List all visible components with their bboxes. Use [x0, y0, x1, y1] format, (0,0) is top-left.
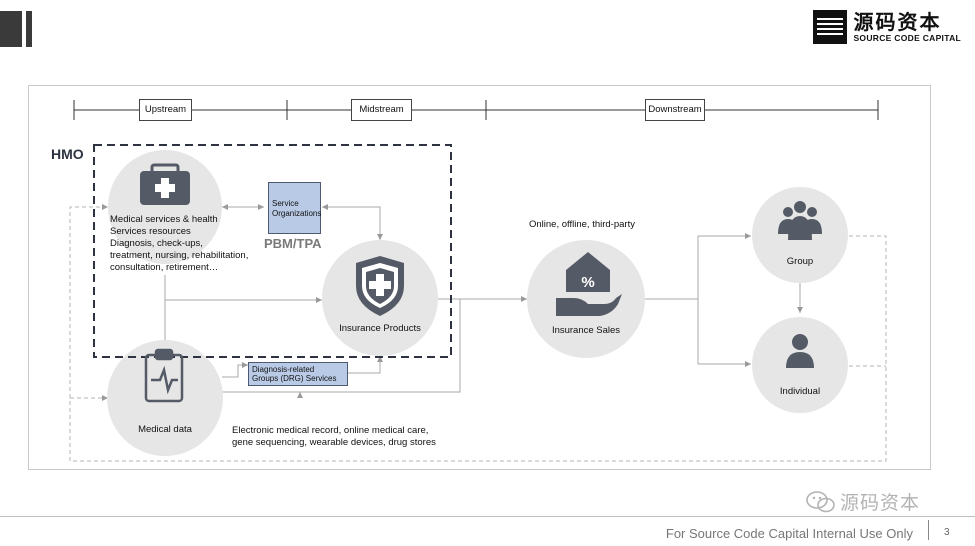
hmo-boundary: [93, 144, 452, 358]
insurance-products-label: Insurance Products: [339, 323, 421, 334]
corner-bar-thin: [26, 11, 32, 47]
drg-services-box: Diagnosis-related Groups (DRG) Services: [248, 362, 348, 386]
wechat-icon: [806, 490, 835, 512]
first-aid-kit-icon: [140, 163, 190, 205]
node-medical-data: [107, 340, 223, 456]
group-label: Group: [786, 256, 814, 267]
arrowheads: [102, 204, 803, 401]
person-icon: [786, 334, 814, 368]
page-number: 3: [944, 527, 950, 538]
stage-timeline: [73, 100, 879, 120]
shield-cross-icon: [356, 256, 404, 316]
link-orgs-products: [322, 206, 381, 240]
logo-english-name: SOURCE CODE CAPITAL: [853, 32, 961, 43]
node-medical-services: [108, 150, 222, 264]
svg-text:%: %: [581, 274, 594, 291]
hmo-label: HMO: [51, 146, 84, 162]
sales-channels-text: Online, offline, third-party: [529, 219, 635, 230]
individual-label: Individual: [779, 386, 821, 397]
people-group-icon: [778, 201, 822, 240]
clipboard-ecg-icon: [144, 348, 184, 403]
diagram-frame: [28, 85, 931, 470]
pbm-tpa-label: PBM/TPA: [264, 236, 322, 251]
stage-downstream: Downstream: [645, 99, 705, 121]
stage-upstream: Upstream: [139, 99, 192, 121]
feedback-loop: [69, 206, 887, 462]
logo-mark-icon: [813, 10, 848, 44]
link-data-sales: [222, 299, 461, 393]
house-percent-hand-icon: %: [556, 252, 622, 316]
logo-chinese-name: 源码资本: [853, 9, 942, 34]
medical-data-label: Medical data: [138, 424, 192, 435]
watermark-text: 源码资本: [840, 492, 921, 514]
wechat-watermark: 源码资本: [806, 488, 920, 515]
brand-logo: 源码资本 SOURCE CODE CAPITAL: [813, 10, 961, 44]
footer-text: For Source Code Capital Internal Use Onl…: [665, 526, 913, 541]
node-insurance-sales: [527, 240, 645, 358]
stage-midstream: Midstream: [351, 99, 412, 121]
insurance-sales-label: Insurance Sales: [551, 325, 621, 336]
medical-services-text: Medical services & health Services resou…: [110, 214, 249, 273]
footer-divider: [0, 516, 975, 517]
service-organizations-box: Service Organizations: [268, 182, 321, 234]
link-drg-products: [346, 356, 381, 374]
corner-bar: [0, 11, 22, 47]
medical-data-caption: Electronic medical record, online medica…: [232, 425, 436, 448]
footer-separator: [928, 520, 929, 540]
